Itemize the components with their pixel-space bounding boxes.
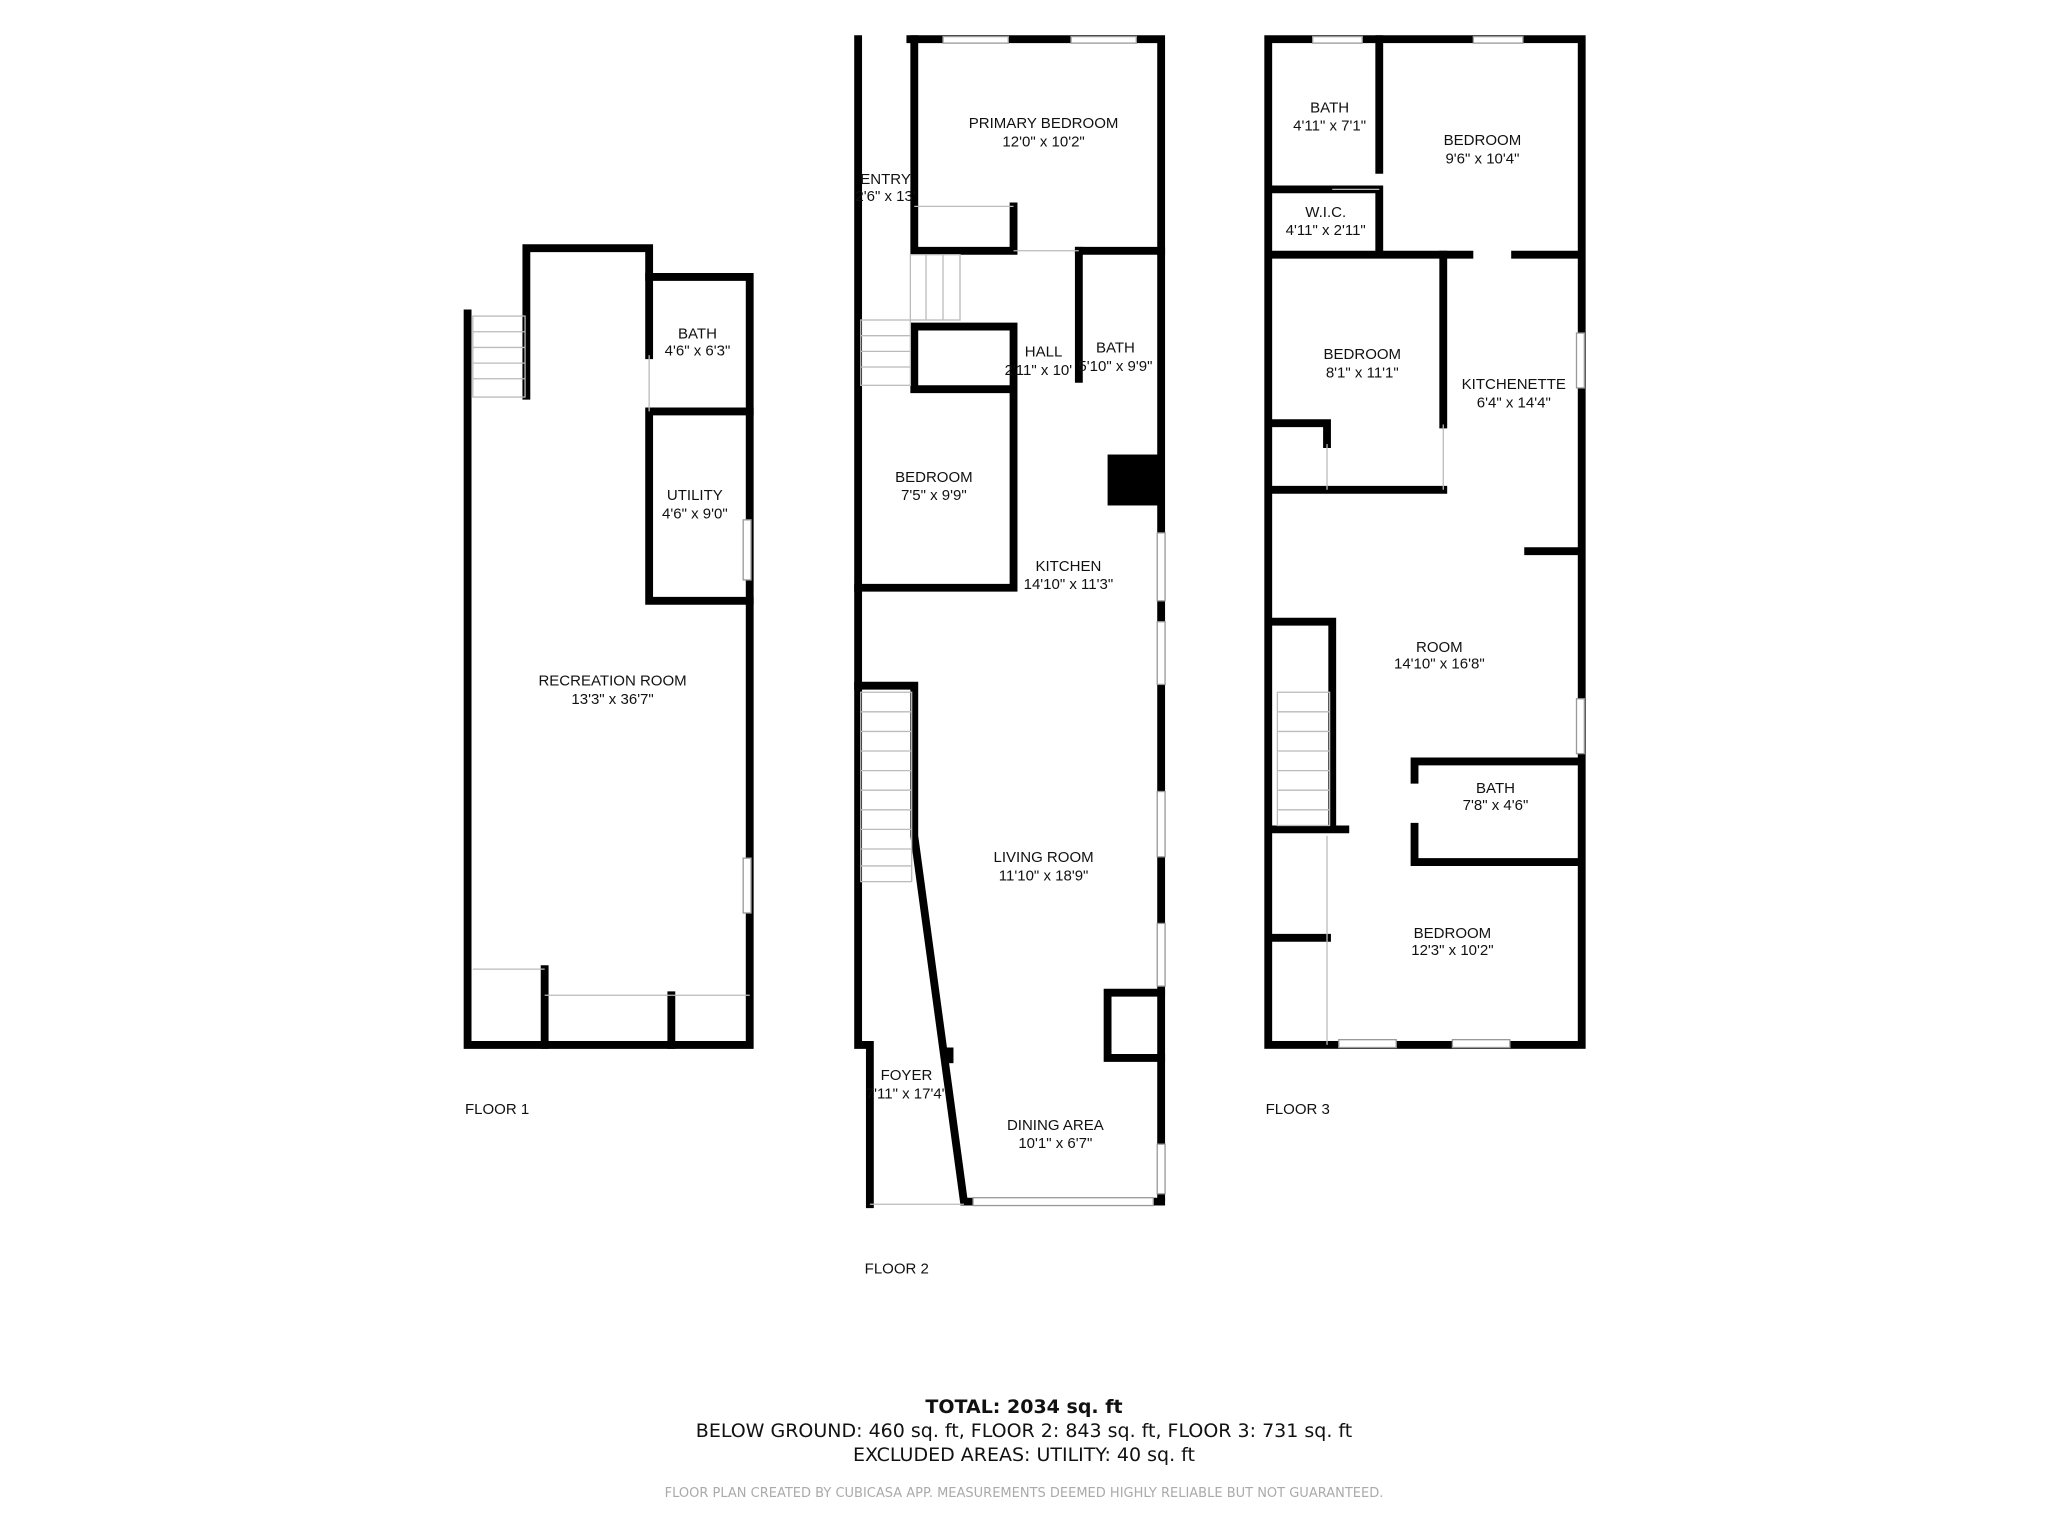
room-name: BATH — [1476, 780, 1515, 797]
stairs-icon — [1276, 691, 1331, 827]
room-dims: 6'4" x 14'4" — [1477, 395, 1551, 412]
room-dims: 2'11" x 10' — [1005, 362, 1073, 379]
floor-2-plan: PRIMARY BEDROOM 12'0" x 10'2" ENTRY 2'6"… — [854, 35, 1166, 1277]
stairs-icon — [472, 315, 526, 398]
room-dims: 4'6" x 9'0" — [662, 506, 728, 523]
floor-label: FLOOR 3 — [1266, 1101, 1330, 1118]
room-name: BATH — [1096, 340, 1135, 357]
disclaimer: FLOOR PLAN CREATED BY CUBICASA APP. MEAS… — [664, 1486, 1384, 1501]
floor-label: FLOOR 1 — [465, 1101, 529, 1118]
room-dims: 14'10" x 16'8" — [1394, 656, 1485, 673]
room-name: ENTRY — [860, 171, 911, 188]
room-dims: 5'10" x 9'9" — [1078, 358, 1152, 375]
room-dims: 11'10" x 18'9" — [999, 867, 1089, 884]
room-name: HALL — [1025, 344, 1063, 361]
room-dims: 2'6" x 13' — [855, 188, 915, 205]
room-dims: 14'10" x 11'3" — [1024, 576, 1114, 593]
room-dims: 4'6" x 6'3" — [665, 342, 731, 359]
room-dims: 12'3" x 10'2" — [1411, 942, 1493, 959]
room-dims: 4'11" x 7'1" — [1293, 118, 1366, 135]
room-name: RECREATION ROOM — [538, 673, 686, 690]
room-dims: 13'3" x 36'7" — [571, 691, 653, 708]
room-dims: 10'1" x 6'7" — [1018, 1135, 1092, 1152]
room-dims: 7'5" x 9'9" — [901, 487, 967, 504]
room-name: BEDROOM — [1323, 346, 1401, 363]
floor-label: FLOOR 2 — [865, 1260, 929, 1277]
room-name: KITCHENETTE — [1462, 376, 1566, 393]
room-name: PRIMARY BEDROOM — [969, 115, 1119, 132]
room-name: BEDROOM — [1414, 925, 1492, 942]
room-name: BATH — [1310, 99, 1349, 116]
floor-3-plan: BATH 4'11" x 7'1" BEDROOM 9'6" x 10'4" W… — [1264, 35, 1586, 1118]
room-name: W.I.C. — [1305, 204, 1346, 221]
area-breakdown: BELOW GROUND: 460 sq. ft, FLOOR 2: 843 s… — [695, 1420, 1353, 1442]
room-name: FOYER — [881, 1067, 933, 1084]
room-name: BATH — [678, 325, 717, 342]
room-dims: 8'1" x 11'1" — [1326, 364, 1399, 381]
room-name: BEDROOM — [895, 469, 973, 486]
room-name: BEDROOM — [1444, 132, 1522, 149]
room-dims: 7'11" x 17'4" — [866, 1085, 947, 1102]
room-dims: 7'8" x 4'6" — [1463, 797, 1529, 814]
room-name: LIVING ROOM — [994, 849, 1094, 866]
room-dims: 4'11" x 2'11" — [1286, 222, 1366, 239]
room-name: DINING AREA — [1007, 1117, 1104, 1134]
floor-1-plan: BATH 4'6" x 6'3" UTILITY 4'6" x 9'0" REC… — [463, 244, 754, 1118]
total-area: TOTAL: 2034 sq. ft — [925, 1396, 1123, 1418]
excluded-areas: EXCLUDED AREAS: UTILITY: 40 sq. ft — [853, 1444, 1195, 1466]
stairs-icon — [860, 254, 961, 883]
room-name: ROOM — [1416, 639, 1463, 656]
room-dims: 12'0" x 10'2" — [1002, 133, 1084, 150]
room-dims: 9'6" x 10'4" — [1445, 150, 1519, 167]
room-name: KITCHEN — [1035, 558, 1101, 575]
room-name: UTILITY — [667, 487, 723, 504]
